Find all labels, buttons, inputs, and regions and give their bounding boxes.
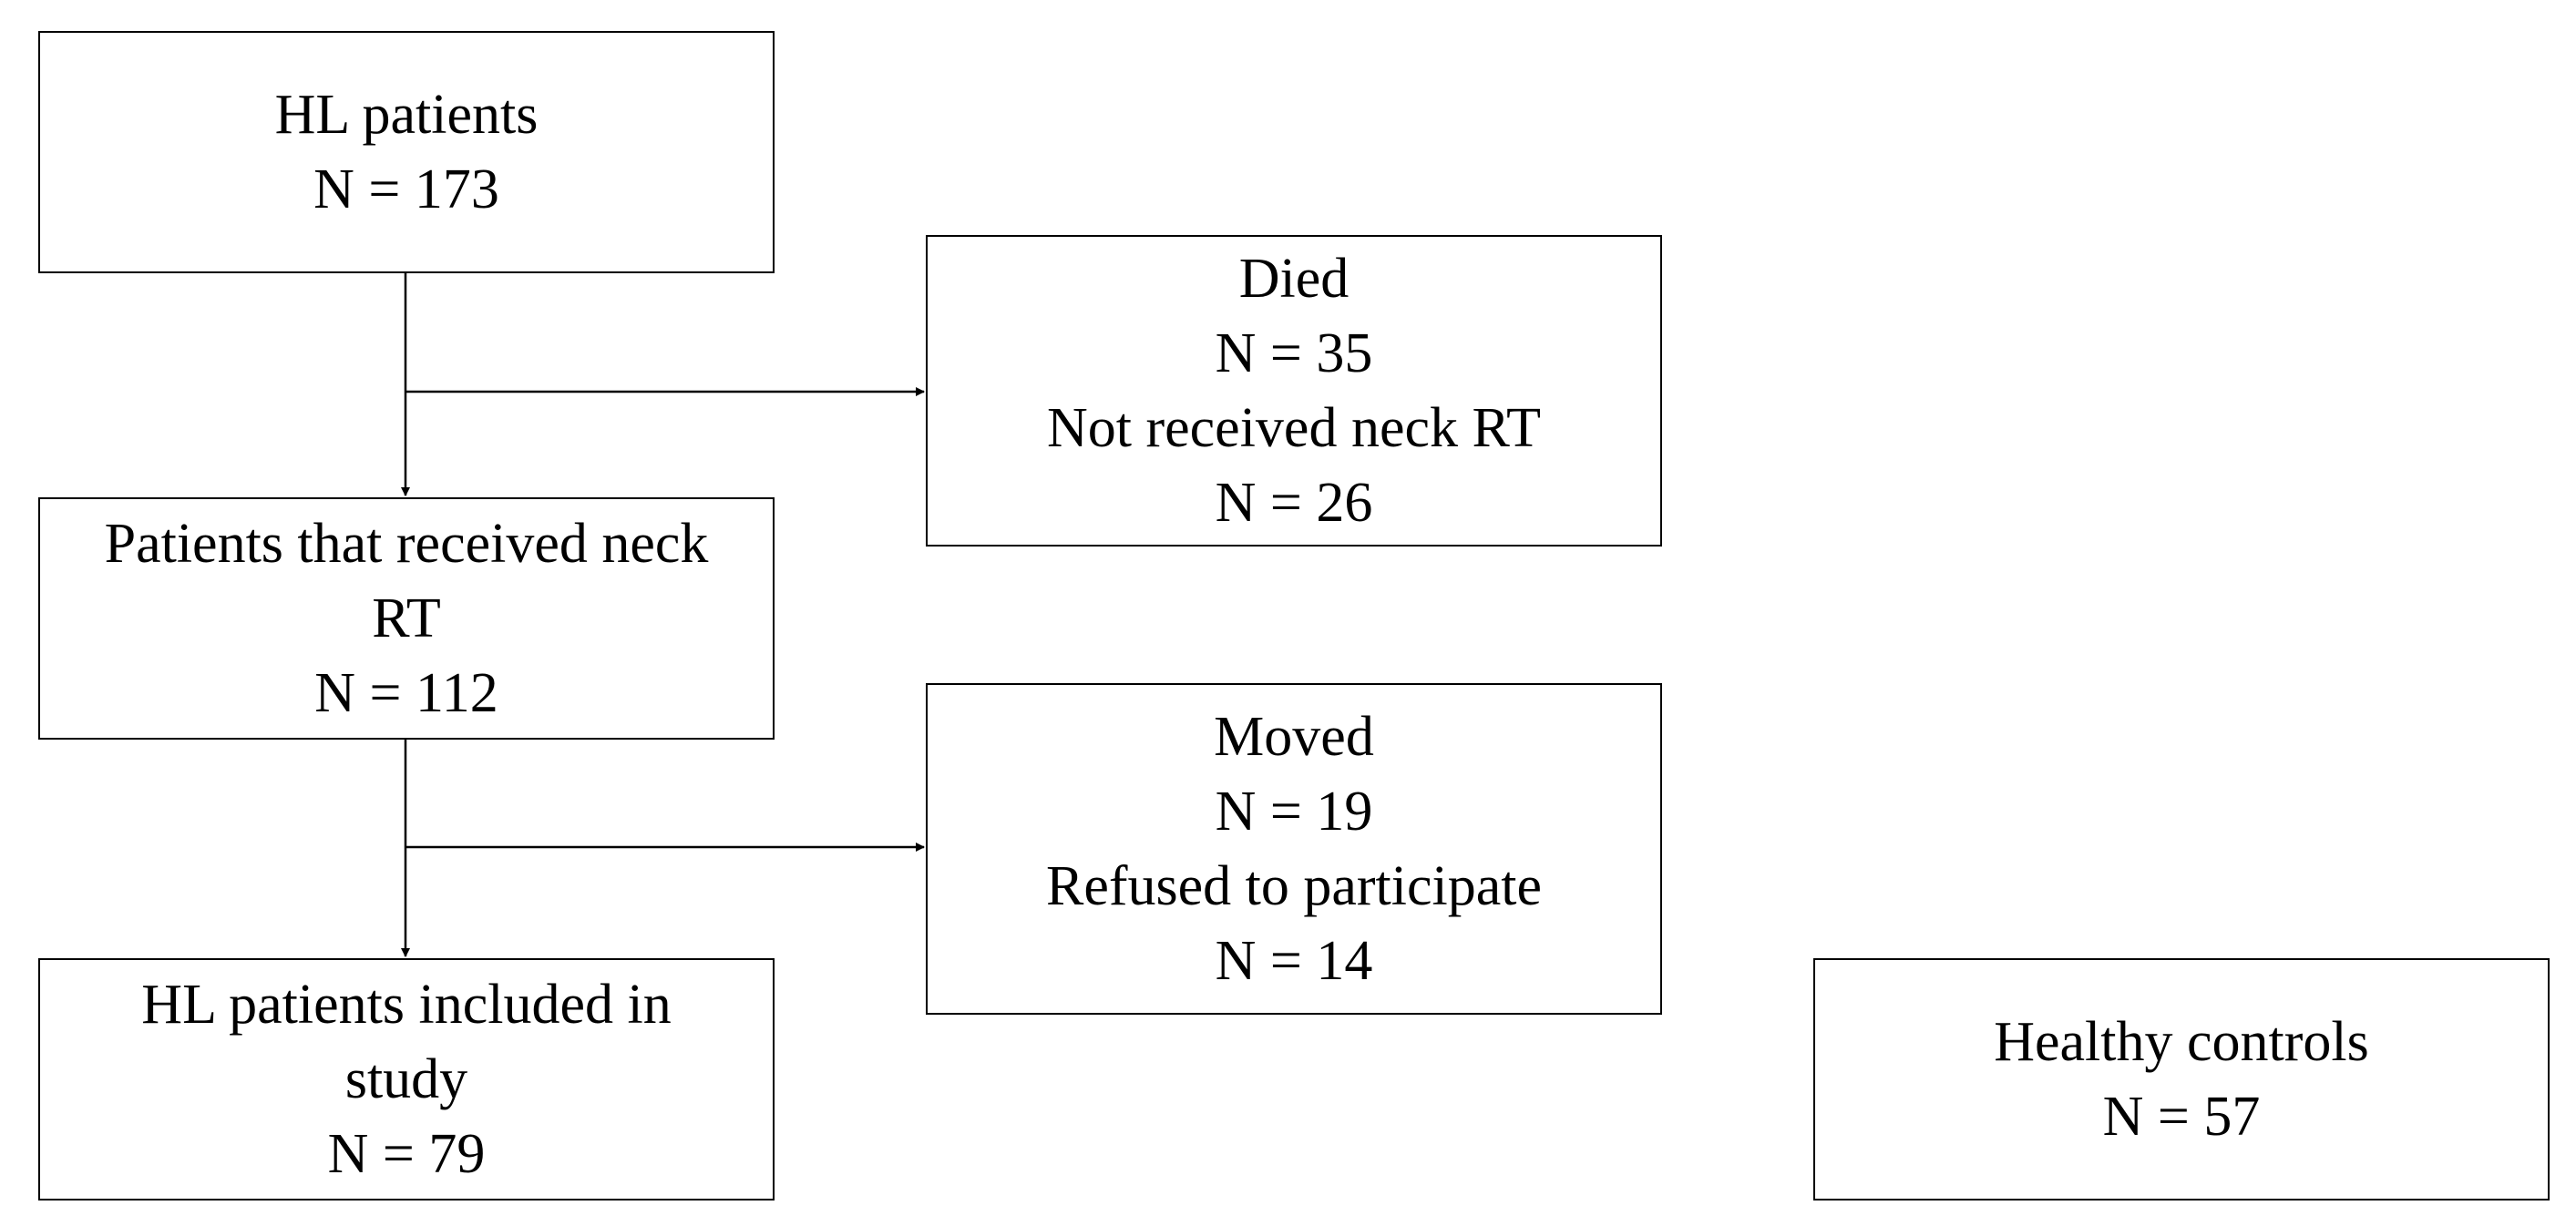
- healthy-controls-count: N = 57: [2102, 1086, 2261, 1148]
- moved-label: Moved: [1214, 706, 1374, 768]
- included-label-line1: HL patients included in: [141, 974, 672, 1036]
- died-count: N = 35: [1215, 322, 1373, 384]
- received-rt-count: N = 112: [314, 662, 498, 724]
- hl-patients-box: HL patients N = 173: [38, 31, 775, 273]
- healthy-controls-box: Healthy controls N = 57: [1813, 958, 2550, 1200]
- received-neck-rt-box: Patients that received neck RT N = 112: [38, 497, 775, 740]
- hl-patients-count: N = 173: [313, 158, 499, 220]
- excluded-moved-refused-box: Moved N = 19 Refused to participate N = …: [926, 683, 1662, 1015]
- not-received-rt-count: N = 26: [1215, 472, 1373, 534]
- hl-patients-label: HL patients: [274, 84, 539, 146]
- received-rt-label-line1: Patients that received neck: [104, 513, 709, 575]
- died-label: Died: [1238, 248, 1350, 310]
- refused-label: Refused to participate: [1045, 855, 1542, 917]
- refused-count: N = 14: [1215, 930, 1373, 992]
- received-rt-label-line2: RT: [372, 587, 441, 649]
- moved-count: N = 19: [1215, 781, 1373, 843]
- excluded-died-no-rt-box: Died N = 35 Not received neck RT N = 26: [926, 235, 1662, 547]
- included-label-line2: study: [344, 1048, 468, 1110]
- included-count: N = 79: [327, 1123, 486, 1185]
- not-received-rt-label: Not received neck RT: [1047, 397, 1541, 459]
- included-in-study-box: HL patients included in study N = 79: [38, 958, 775, 1200]
- healthy-controls-label: Healthy controls: [1994, 1011, 2369, 1073]
